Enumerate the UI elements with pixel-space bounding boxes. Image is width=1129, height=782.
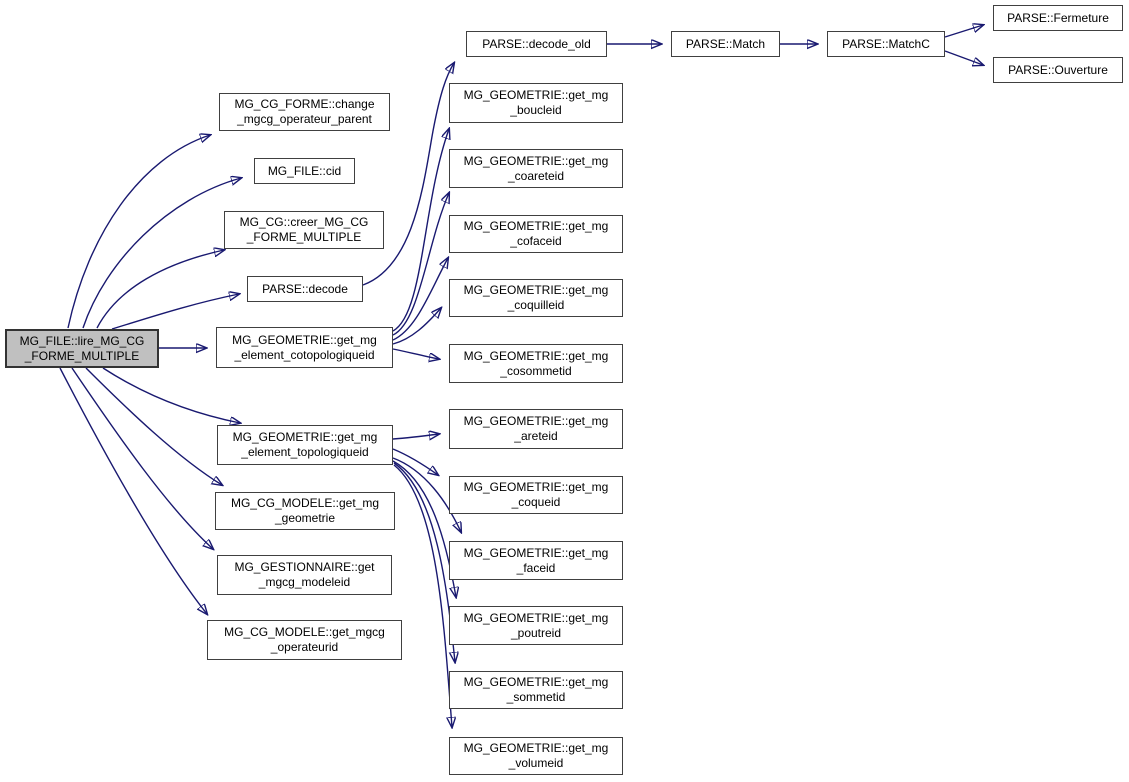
edge-cotopologiqueid-to-coquilleid — [392, 308, 441, 345]
node-mg-cg-modele-get-mg-geometrie[interactable]: MG_CG_MODELE::get_mg _geometrie — [215, 492, 395, 530]
edge-cotopologiqueid-to-cosommetid — [392, 348, 439, 359]
node-mg-cg-modele-get-mgcg-operateurid[interactable]: MG_CG_MODELE::get_mgcg _operateurid — [207, 620, 402, 660]
node-mg-file-lire-mg-cg-forme-multiple: MG_FILE::lire_MG_CG _FORME_MULTIPLE — [5, 329, 159, 368]
edge-main-to-get-mg-geometrie — [85, 367, 222, 485]
edge-topologiqueid-to-poutreid — [392, 460, 456, 597]
edge-topologiqueid-to-coqueid — [392, 448, 438, 475]
node-parse-matchc[interactable]: PARSE::MatchC — [827, 31, 945, 57]
node-mg-geometrie-get-mg-cofaceid[interactable]: MG_GEOMETRIE::get_mg _cofaceid — [449, 215, 623, 253]
node-parse-fermeture[interactable]: PARSE::Fermeture — [993, 5, 1123, 31]
edge-main-to-decode — [111, 294, 239, 330]
edge-topologiqueid-to-areteid — [392, 434, 439, 439]
node-mg-geometrie-get-mg-coquilleid[interactable]: MG_GEOMETRIE::get_mg _coquilleid — [449, 279, 623, 317]
edge-matchc-to-fermeture — [944, 25, 983, 38]
edge-main-to-cid — [82, 178, 241, 329]
edge-matchc-to-ouverture — [944, 50, 983, 65]
node-mg-geometrie-get-mg-volumeid[interactable]: MG_GEOMETRIE::get_mg _volumeid — [449, 737, 623, 775]
node-mg-geometrie-get-mg-sommetid[interactable]: MG_GEOMETRIE::get_mg _sommetid — [449, 671, 623, 709]
edge-main-to-creer-mg-cg-forme-multiple — [96, 250, 224, 329]
node-mg-geometrie-get-mg-coareteid[interactable]: MG_GEOMETRIE::get_mg _coareteid — [449, 149, 623, 188]
edge-cotopologiqueid-to-cofaceid — [392, 258, 448, 341]
node-mg-cg-creer-mg-cg-forme-multiple[interactable]: MG_CG::creer_MG_CG _FORME_MULTIPLE — [224, 211, 384, 249]
edge-cotopologiqueid-to-boucleid — [392, 129, 449, 332]
node-mg-geometrie-get-mg-element-topologiqueid[interactable]: MG_GEOMETRIE::get_mg _element_topologiqu… — [217, 425, 393, 465]
edge-topologiqueid-to-faceid — [392, 457, 461, 532]
edge-main-to-change-mgcg-operateur-parent — [67, 135, 210, 329]
node-parse-match[interactable]: PARSE::Match — [671, 31, 780, 57]
node-mg-geometrie-get-mg-areteid[interactable]: MG_GEOMETRIE::get_mg _areteid — [449, 409, 623, 449]
node-mg-geometrie-get-mg-element-cotopologiqueid[interactable]: MG_GEOMETRIE::get_mg _element_cotopologi… — [216, 327, 393, 368]
edge-main-to-get-mgcg-modeleid — [71, 367, 213, 549]
edge-topologiqueid-to-volumeid — [393, 464, 452, 727]
node-mg-geometrie-get-mg-faceid[interactable]: MG_GEOMETRIE::get_mg _faceid — [449, 541, 623, 580]
edge-decode-to-decode-old — [362, 63, 454, 286]
node-mg-cg-forme-change-mgcg-operateur-parent[interactable]: MG_CG_FORME::change _mgcg_operateur_pare… — [219, 93, 390, 131]
node-mg-geometrie-get-mg-cosommetid[interactable]: MG_GEOMETRIE::get_mg _cosommetid — [449, 344, 623, 383]
edge-main-to-get-mg-element-topologiqueid — [102, 367, 240, 423]
node-mg-gestionnaire-get-mgcg-modeleid[interactable]: MG_GESTIONNAIRE::get _mgcg_modeleid — [217, 555, 392, 595]
edge-cotopologiqueid-to-coareteid — [392, 193, 449, 336]
edge-main-to-get-mgcg-operateurid — [59, 367, 207, 614]
node-mg-geometrie-get-mg-coqueid[interactable]: MG_GEOMETRIE::get_mg _coqueid — [449, 476, 623, 514]
node-parse-ouverture[interactable]: PARSE::Ouverture — [993, 57, 1123, 83]
node-mg-file-cid[interactable]: MG_FILE::cid — [254, 158, 355, 184]
node-parse-decode[interactable]: PARSE::decode — [247, 276, 363, 302]
node-parse-decode-old[interactable]: PARSE::decode_old — [466, 31, 607, 57]
node-mg-geometrie-get-mg-poutreid[interactable]: MG_GEOMETRIE::get_mg _poutreid — [449, 606, 623, 645]
node-mg-geometrie-get-mg-boucleid[interactable]: MG_GEOMETRIE::get_mg _boucleid — [449, 83, 623, 123]
